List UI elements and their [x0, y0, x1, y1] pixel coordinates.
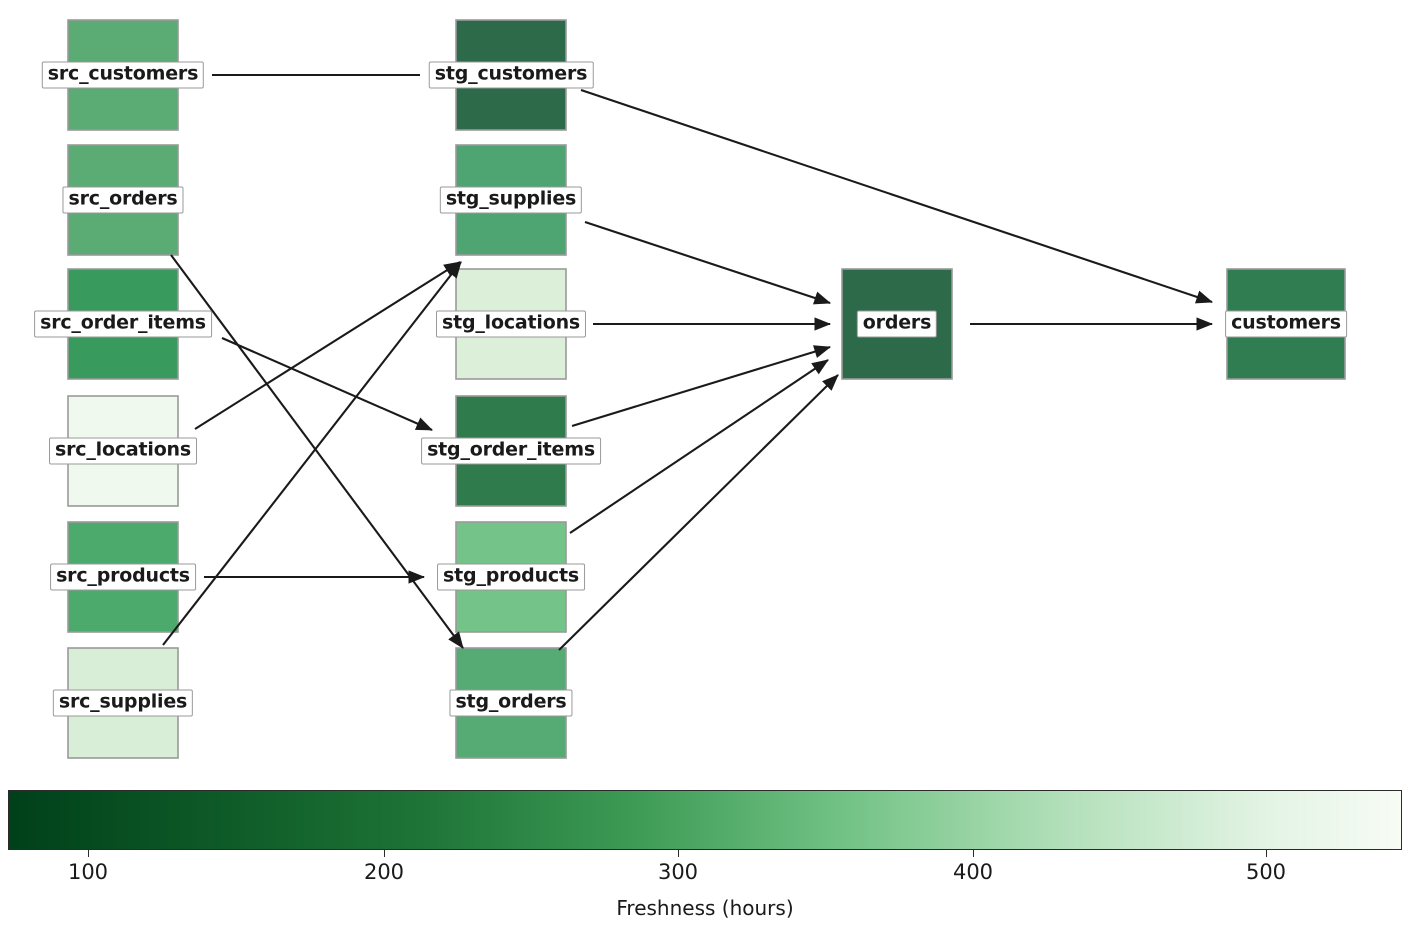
colorbar-tick-100 [88, 850, 89, 857]
node-label-stg-locations[interactable]: stg_locations [435, 310, 587, 338]
node-label-src-locations[interactable]: src_locations [49, 437, 197, 465]
colorbar-ticklabel-400: 400 [952, 860, 994, 884]
node-label-src-order-items[interactable]: src_order_items [34, 310, 212, 338]
node-label-stg-orders[interactable]: stg_orders [449, 689, 573, 717]
edge-stg-order-items-to-orders [571, 345, 832, 428]
freshness-colorbar [8, 790, 1402, 850]
node-label-stg-supplies[interactable]: stg_supplies [439, 186, 583, 214]
edge-stg-products-to-orders [569, 359, 829, 534]
colorbar-tick-200 [384, 850, 385, 857]
node-label-orders[interactable]: orders [856, 310, 938, 338]
node-label-stg-order-items[interactable]: stg_order_items [421, 437, 601, 465]
edge-stg-customers-to-customers [580, 89, 1213, 304]
node-label-stg-products[interactable]: stg_products [437, 563, 585, 591]
edge-src-orders-to-stg-orders [170, 254, 464, 649]
edge-stg-orders-to-orders [558, 374, 839, 651]
node-label-stg-customers[interactable]: stg_customers [428, 61, 594, 89]
colorbar-tick-300 [678, 850, 679, 857]
colorbar-ticklabel-300: 300 [657, 860, 699, 884]
colorbar-axis-label: Freshness (hours) [616, 896, 794, 920]
colorbar-ticklabel-200: 200 [363, 860, 405, 884]
node-label-customers[interactable]: customers [1225, 310, 1347, 338]
edge-src-locations-to-stg-locations [194, 261, 461, 430]
node-label-src-orders[interactable]: src_orders [62, 186, 184, 214]
edge-src-order-items-to-stg-order-items [221, 337, 433, 431]
colorbar-ticklabel-500: 500 [1245, 860, 1287, 884]
colorbar-ticklabel-100: 100 [67, 860, 109, 884]
node-label-src-customers[interactable]: src_customers [41, 61, 205, 89]
colorbar-tick-500 [1266, 850, 1267, 857]
edge-stg-supplies-to-orders [584, 221, 831, 305]
node-label-src-supplies[interactable]: src_supplies [52, 689, 194, 717]
colorbar-tick-400 [973, 850, 974, 857]
node-label-src-products[interactable]: src_products [50, 563, 196, 591]
edge-src-supplies-to-stg-supplies [162, 261, 462, 646]
edge-group [162, 73, 1214, 651]
colorbar-gradient [9, 791, 1401, 849]
